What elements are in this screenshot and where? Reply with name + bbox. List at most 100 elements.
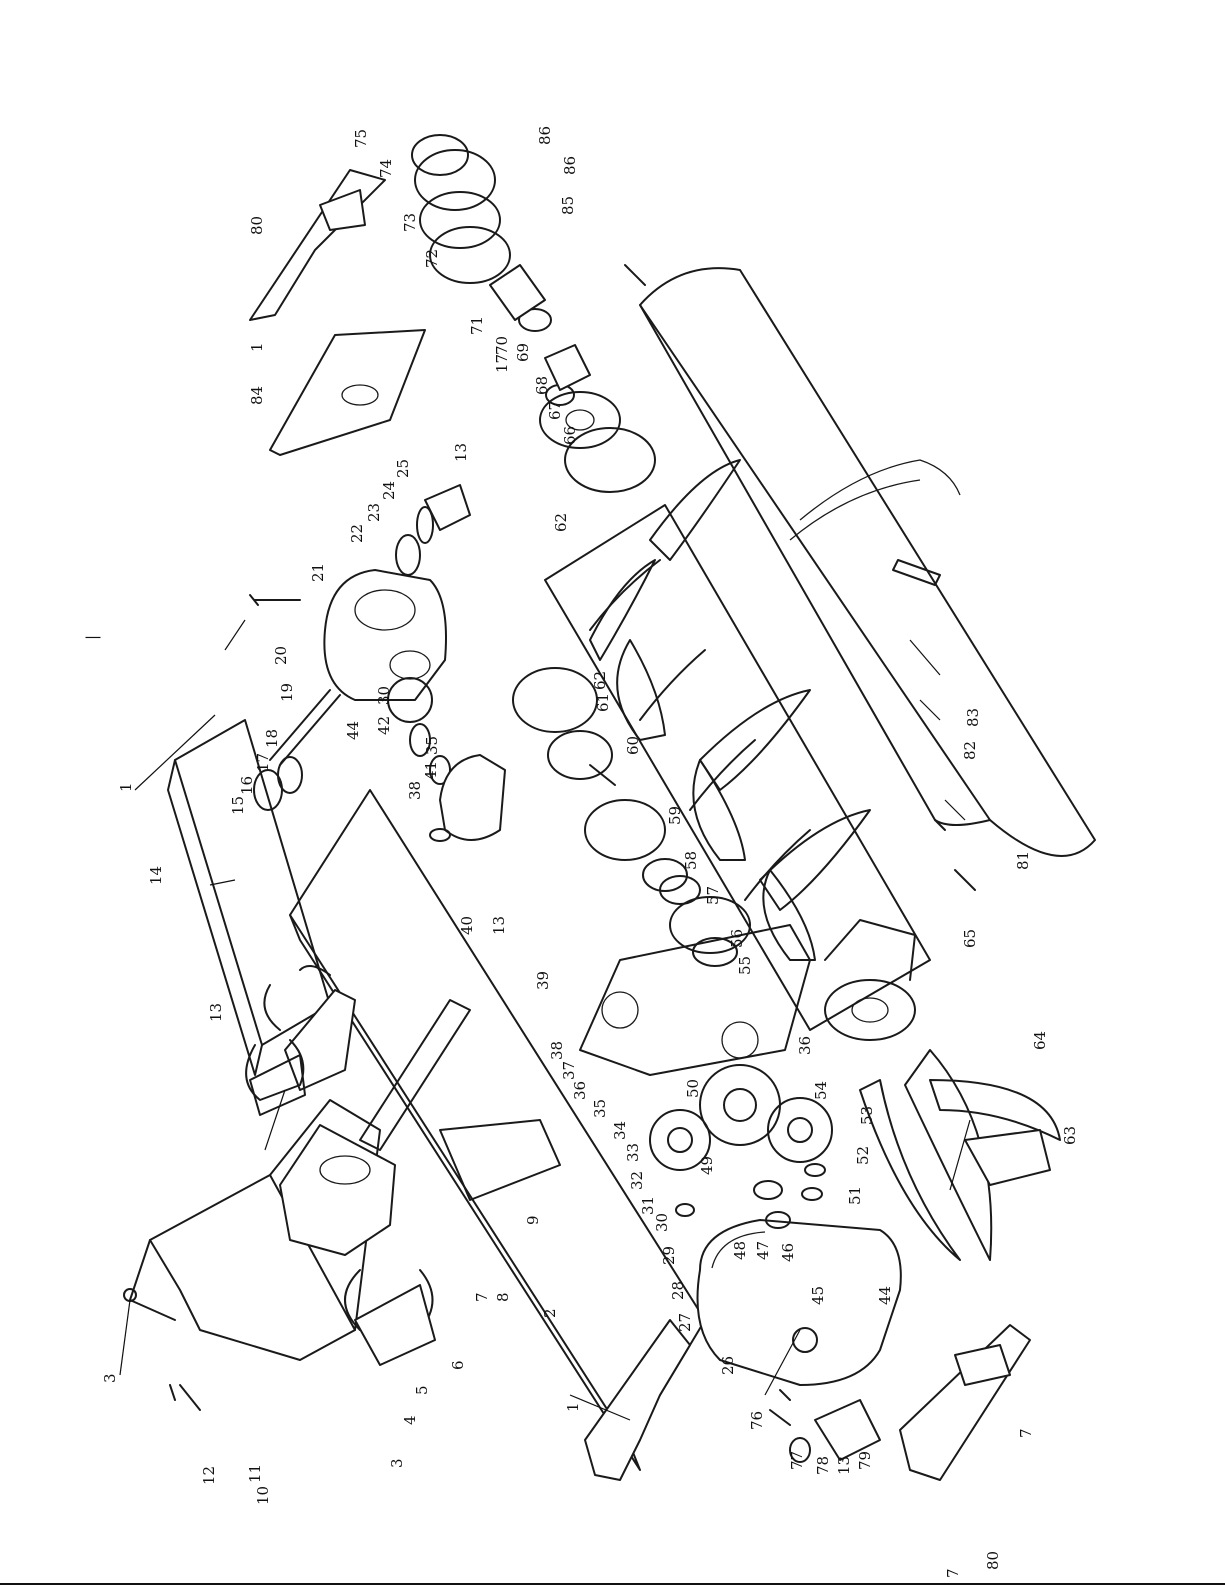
label-38: 38 — [548, 1041, 566, 1060]
label-38: 38 — [406, 781, 424, 800]
label-7: 7 — [944, 1568, 962, 1578]
label-16: 16 — [238, 776, 256, 795]
label-2: 2 — [541, 1308, 559, 1318]
label-31: 31 — [639, 1196, 657, 1215]
label-8: 8 — [494, 1292, 512, 1302]
label-64: 64 — [1031, 1031, 1049, 1050]
label-35: 35 — [423, 736, 441, 755]
label-80: 80 — [248, 216, 266, 235]
label-23: 23 — [365, 503, 383, 522]
label-25: 25 — [394, 459, 412, 478]
label-39: 39 — [534, 971, 552, 990]
label-22: 22 — [348, 524, 366, 543]
label-55: 55 — [736, 956, 754, 975]
frame-assembly — [124, 720, 705, 1480]
label-45: 45 — [809, 1286, 827, 1305]
label-82: 82 — [961, 741, 979, 760]
side-mark: | — [83, 635, 101, 640]
label-58: 58 — [682, 851, 700, 870]
label-28: 28 — [669, 1281, 687, 1300]
label-62: 62 — [552, 513, 570, 532]
label-27: 27 — [676, 1313, 694, 1332]
label-7: 7 — [1017, 1428, 1035, 1438]
label-4: 4 — [401, 1415, 419, 1425]
label-79: 79 — [856, 1451, 874, 1470]
label-1: 1 — [564, 1402, 582, 1412]
label-75: 75 — [352, 129, 370, 148]
label-68: 68 — [533, 376, 551, 395]
label-37: 37 — [560, 1061, 578, 1080]
label-10: 10 — [254, 1486, 272, 1505]
label-66: 66 — [561, 426, 579, 445]
label-83: 83 — [964, 708, 982, 727]
label-56: 56 — [728, 929, 746, 948]
label-40: 40 — [458, 916, 476, 935]
label-60: 60 — [624, 736, 642, 755]
label-62: 62 — [591, 671, 609, 690]
label-69: 69 — [514, 343, 532, 362]
label-53: 53 — [858, 1106, 876, 1125]
label-15: 15 — [229, 796, 247, 815]
label-19: 19 — [278, 683, 296, 702]
label-63: 63 — [1061, 1126, 1079, 1145]
label-17: 17 — [493, 354, 511, 373]
label-67: 67 — [546, 401, 564, 420]
label-52: 52 — [854, 1146, 872, 1165]
label-44: 44 — [344, 721, 362, 740]
label-76: 76 — [748, 1411, 766, 1430]
label-24: 24 — [380, 481, 398, 500]
label-17: 17 — [254, 753, 272, 772]
label-30: 30 — [375, 686, 393, 705]
label-44: 44 — [876, 1286, 894, 1305]
rear-shield — [625, 265, 1095, 890]
label-3: 3 — [388, 1458, 406, 1468]
label-61: 61 — [594, 693, 612, 712]
label-18: 18 — [263, 729, 281, 748]
label-86: 86 — [536, 126, 554, 145]
label-78: 78 — [814, 1456, 832, 1475]
label-12: 12 — [200, 1466, 218, 1485]
label-42: 42 — [375, 716, 393, 735]
label-1: 1 — [117, 782, 135, 792]
label-73: 73 — [401, 213, 419, 232]
label-6: 6 — [449, 1360, 467, 1370]
label-54: 54 — [812, 1081, 830, 1100]
label-50: 50 — [684, 1079, 702, 1098]
label-77: 77 — [788, 1451, 806, 1470]
label-1: 1 — [248, 342, 266, 352]
label-26: 26 — [719, 1356, 737, 1375]
part-labels: 1 1 1 2 3 3 4 5 6 7 7 7 8 9 10 11 12 13 … — [83, 126, 1079, 1578]
label-35: 35 — [591, 1099, 609, 1118]
label-32: 32 — [628, 1171, 646, 1190]
label-29: 29 — [660, 1246, 678, 1265]
label-72: 72 — [423, 249, 441, 268]
label-3: 3 — [101, 1373, 119, 1383]
label-46: 46 — [779, 1243, 797, 1262]
label-7: 7 — [473, 1292, 491, 1302]
label-86: 86 — [561, 156, 579, 175]
label-20: 20 — [272, 646, 290, 665]
label-65: 65 — [961, 929, 979, 948]
label-80: 80 — [984, 1551, 1002, 1570]
label-51: 51 — [846, 1186, 864, 1205]
label-14: 14 — [147, 866, 165, 885]
label-13: 13 — [490, 916, 508, 935]
label-9: 9 — [524, 1215, 542, 1225]
label-70: 70 — [493, 336, 511, 355]
label-48: 48 — [731, 1241, 749, 1260]
rotor-assembly — [412, 135, 1060, 1260]
label-13: 13 — [835, 1456, 853, 1475]
label-81: 81 — [1014, 851, 1032, 870]
label-21: 21 — [309, 563, 327, 582]
label-13: 13 — [452, 443, 470, 462]
label-33: 33 — [624, 1143, 642, 1162]
label-74: 74 — [377, 159, 395, 178]
label-41: 41 — [422, 761, 440, 780]
label-49: 49 — [698, 1156, 716, 1175]
label-57: 57 — [704, 886, 722, 905]
label-36: 36 — [571, 1081, 589, 1100]
label-34: 34 — [611, 1121, 629, 1140]
label-85: 85 — [559, 196, 577, 215]
label-36: 36 — [796, 1036, 814, 1055]
label-13: 13 — [207, 1003, 225, 1022]
